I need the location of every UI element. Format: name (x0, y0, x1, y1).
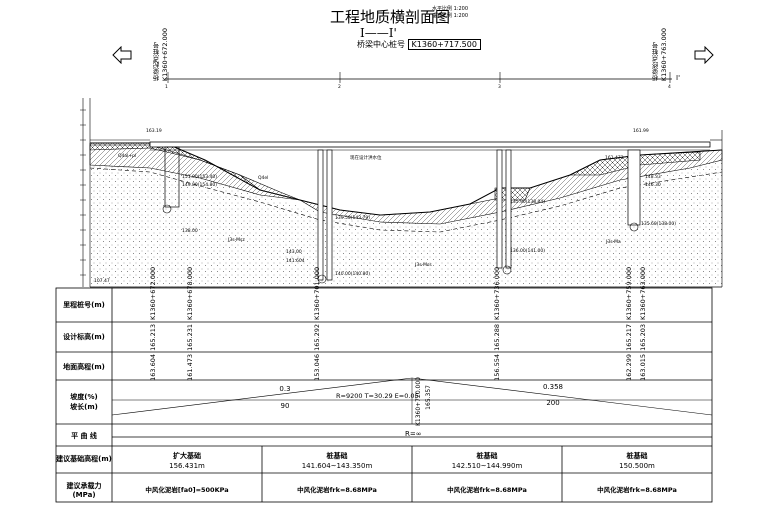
bridge-deck (149, 141, 711, 148)
grade-slope-2: 0.358 (542, 383, 564, 391)
borehole-2 (317, 274, 327, 284)
abutment-start (164, 146, 180, 208)
vertical-curve: R=9200 T=30.29 E=0.05 (336, 392, 419, 400)
stratum-label-5: J3s-Ma (606, 240, 621, 245)
design-elev-3: 165.292 (313, 324, 321, 351)
ground-line (90, 142, 723, 216)
profile-small-label-1: 161.473 (605, 156, 624, 161)
row-label-grade: 坡度(%) 坡长(m) (70, 393, 98, 411)
design-water-level: 现在设计洪水位 (350, 156, 382, 161)
row-label-design-elev: 设计标高(m) (63, 333, 105, 341)
foundation-type-3: 桩基础 (476, 452, 498, 460)
stratum-label-3: J3s-Msz (228, 238, 245, 243)
drawing-title: 工程地质横剖面图 (330, 8, 451, 26)
pier-3-right (505, 149, 512, 269)
design-elev-4: 165.288 (493, 324, 501, 351)
stratum-label-4: J3s-Mss (415, 263, 432, 268)
foundation-type-2: 桩基础 (326, 452, 348, 460)
bottom-row-text: 107.47 (94, 279, 110, 284)
station-cell-1: K1360+672.000 (149, 266, 157, 320)
left-top-elev: 163.19 (146, 129, 162, 134)
arrow-left-icon (112, 46, 132, 64)
design-elev-5: 165.217 (625, 324, 633, 351)
design-elev-1: 165.213 (149, 324, 157, 351)
profile-small-label-13: 146.30 (645, 183, 661, 188)
vpi-station: K1360+720.000 (415, 377, 422, 427)
bearing-capacity-1: 中风化泥岩[fa0]=500KPa (145, 486, 229, 494)
pier-3-left (496, 149, 503, 269)
section-label: I——I' (360, 26, 397, 40)
foundation-type-1: 扩大基础 (173, 452, 201, 460)
right-top-elev: 161.99 (633, 129, 649, 134)
vpi-elevation: 165.357 (425, 385, 432, 410)
profile-small-label-2: 143.00 (286, 250, 302, 255)
bearing-capacity-3: 中风化泥岩frk=8.68MPa (447, 486, 527, 494)
row-label-station: 里程桩号(m) (63, 301, 105, 309)
ground-elev-1: 163.604 (149, 354, 157, 381)
grade-length-2: 200 (546, 399, 560, 407)
bridge-center-value: K1360+717.500 (407, 39, 481, 50)
station-cell-6: K1360+763.000 (639, 266, 647, 320)
stratum-label-1: Q4al+pl (118, 154, 137, 159)
foundation-elev-2: 141.604~143.350m (301, 462, 373, 470)
axis-mark-1: 1 (165, 85, 168, 90)
arrow-right-icon (694, 46, 714, 64)
row-label-ground-elev: 地面高程(m) (63, 363, 105, 371)
scale-notes: 水平比例 1:200 垂直比例 1:200 (432, 6, 468, 20)
design-elev-2: 165.231 (186, 324, 194, 351)
bridge-center-station: 桥梁中心桩号 K1360+717.500 (357, 39, 481, 50)
profile-small-label-6: 136.00(141.00) (510, 249, 546, 254)
rock-interface (89, 167, 723, 233)
borehole-4 (629, 222, 639, 232)
axis-mark-2: 2 (338, 85, 341, 90)
bridge-center-label: 桥梁中心桩号 (357, 40, 405, 49)
foundation-elev-3: 142.510~144.990m (451, 462, 523, 470)
profile-small-label-5: 139.50(143.79) (335, 216, 371, 221)
profile-small-label-10: 151.00(153.40) (182, 175, 218, 180)
axis-mark-3: 3 (498, 85, 501, 90)
abutment-end (627, 149, 641, 226)
station-cell-5: K1360+759.000 (625, 266, 633, 320)
pier-2-right (326, 149, 333, 281)
design-elev-6: 165.203 (639, 324, 647, 351)
pier-2-left (317, 149, 324, 281)
ground-elev-2: 161.473 (186, 354, 194, 381)
profile-small-label-8: 135.60(138.00) (641, 222, 677, 227)
profile-small-label-3: 141.604 (286, 259, 305, 264)
bearing-capacity-4: 中风化泥岩frk=8.68MPa (597, 486, 677, 494)
station-cell-2: K1360+678.000 (186, 266, 194, 320)
station-cell-4: K1360+736.000 (493, 266, 501, 320)
foundation-type-4: 桩基础 (626, 452, 648, 460)
profile-small-label-12: 148.33 (645, 175, 661, 180)
axis-mark-4: 4 (668, 85, 671, 90)
grade-length-1: 90 (280, 402, 290, 410)
ground-elev-4: 156.554 (493, 354, 501, 381)
row-label-bearing: 建议承载力(MPa) (66, 482, 102, 499)
profile-small-label-11: 149.80(154.80) (182, 183, 218, 188)
foundation-elev-1: 156.431m (169, 462, 205, 470)
plane-curve-value: R=∞ (405, 430, 422, 438)
ground-elev-6: 163.015 (639, 354, 647, 381)
borehole-3 (502, 265, 512, 275)
bearing-capacity-2: 中风化泥岩frk=8.68MPa (297, 486, 377, 494)
foundation-elev-4: 150.500m (619, 462, 655, 470)
profile-small-label-4: 140.00(140.80) (335, 272, 371, 277)
profile-small-label-9: 138.00 (182, 229, 198, 234)
geological-profile (80, 72, 723, 288)
station-cell-3: K1360+701.000 (313, 266, 321, 320)
row-label-plane-curve: 平 曲 线 (71, 432, 97, 440)
horizontal-scale: 水平比例 1:200 (432, 6, 468, 12)
row-label-foundation-elev: 建议基础高程(m) (56, 455, 112, 463)
ground-elev-3: 153.046 (313, 354, 321, 381)
profile-small-label-7: 135.90(138.04) (510, 200, 546, 205)
grade-slope-1: 0.3 (279, 385, 291, 393)
borehole-1 (162, 204, 172, 214)
vertical-scale: 垂直比例 1:200 (432, 13, 468, 19)
axis-mark-end: I' (676, 74, 680, 82)
ground-elev-5: 162.299 (625, 354, 633, 381)
stratum-label-2: Q4el (258, 176, 269, 181)
